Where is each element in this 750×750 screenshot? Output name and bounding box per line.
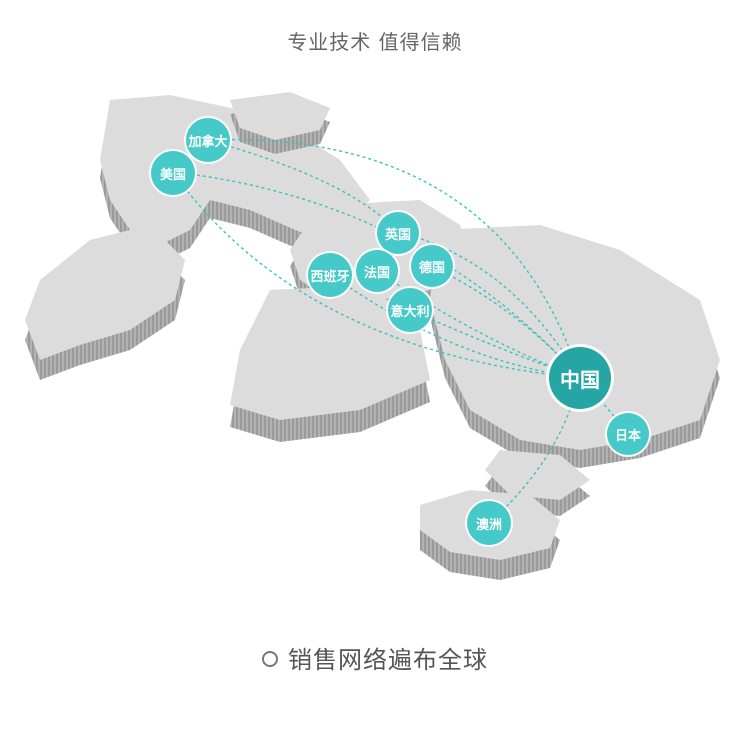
node-germany[interactable]: 德国 [411, 245, 453, 287]
continent-north-america [100, 95, 370, 263]
node-usa-label: 美国 [159, 167, 186, 183]
node-uk[interactable]: 英国 [377, 212, 419, 254]
node-australia-label: 澳洲 [475, 517, 502, 533]
circle-outline-icon [262, 651, 278, 667]
route-usa-china-lower [172, 171, 581, 379]
route-spain-china [329, 273, 581, 379]
page-title: 专业技术 值得信赖 [287, 30, 463, 54]
node-france[interactable]: 法国 [356, 250, 398, 292]
node-australia[interactable]: 澳洲 [467, 501, 511, 545]
continent-south-america [25, 225, 185, 380]
node-spain-label: 西班牙 [310, 269, 350, 285]
node-china-label: 中国 [560, 367, 600, 392]
route-uk-china [397, 231, 581, 379]
node-japan[interactable]: 日本 [607, 413, 649, 455]
node-spain[interactable]: 西班牙 [308, 253, 352, 297]
node-usa[interactable]: 美国 [151, 151, 195, 195]
node-china-hub[interactable]: 中国 [549, 347, 611, 409]
node-italy-label: 意大利 [390, 304, 430, 320]
footer-text: 销售网络遍布全球 [288, 646, 488, 674]
continent-greenland [230, 92, 330, 154]
footer-caption: 销售网络遍布全球 [0, 640, 750, 675]
node-canada-label: 加拿大 [188, 134, 228, 150]
route-france-china [376, 270, 581, 379]
node-canada[interactable]: 加拿大 [186, 118, 230, 162]
node-germany-label: 德国 [418, 260, 445, 276]
node-france-label: 法国 [363, 265, 390, 281]
node-uk-label: 英国 [384, 227, 411, 243]
route-canada-china [207, 138, 581, 379]
continent-africa [230, 285, 430, 442]
route-canada-europe [207, 139, 399, 233]
node-japan-label: 日本 [614, 428, 641, 444]
node-italy[interactable]: 意大利 [388, 288, 432, 332]
